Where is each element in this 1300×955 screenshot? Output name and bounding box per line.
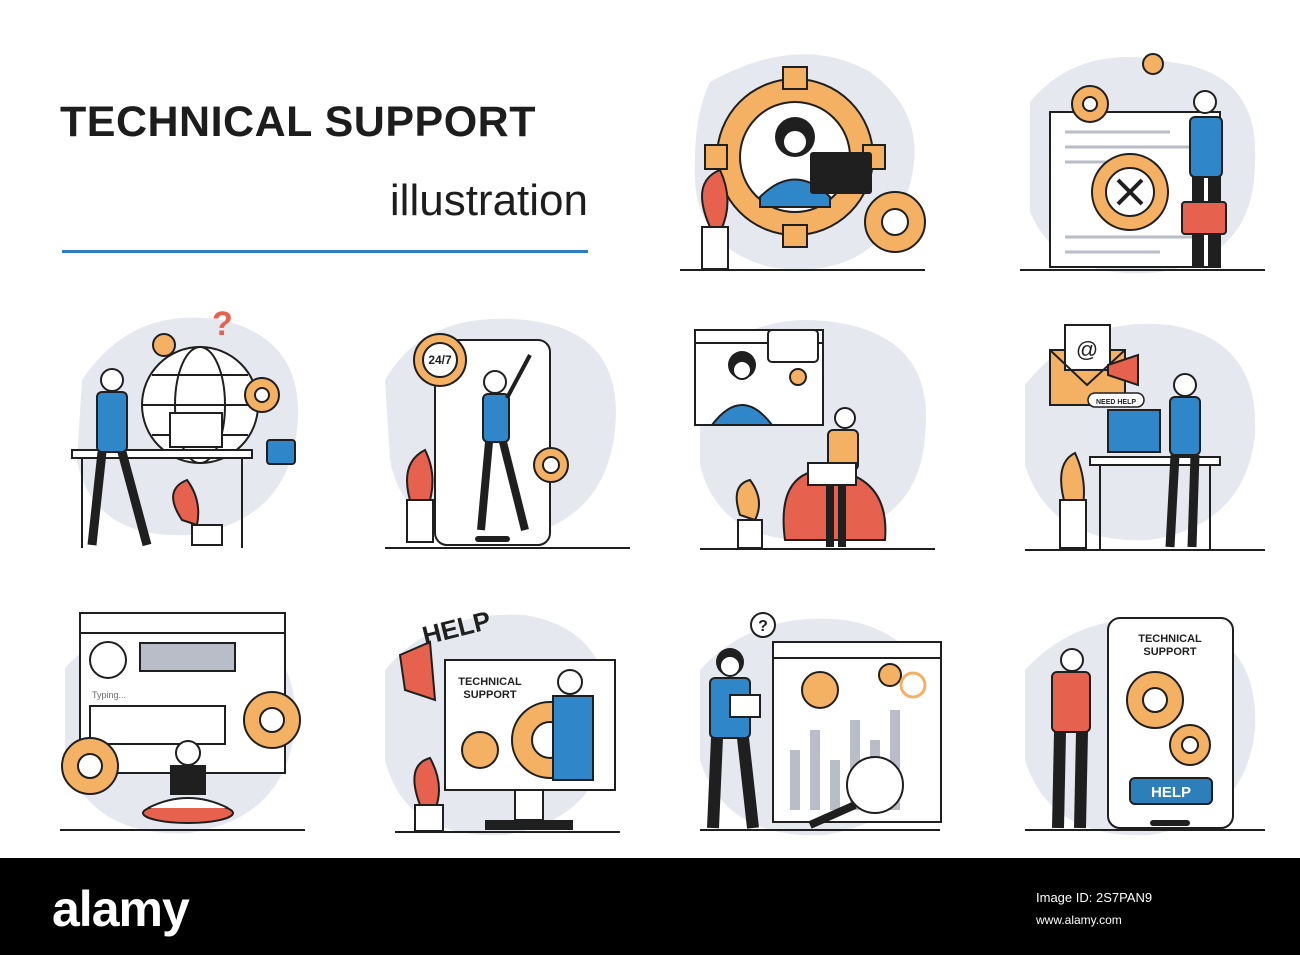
question-mark: ? [212, 305, 233, 343]
title-underline [62, 250, 588, 253]
scene-gear-operator [680, 42, 926, 287]
typing-indicator: Typing... [92, 690, 126, 700]
phone-help-button: HELP [1151, 784, 1191, 801]
scene-global-support: ? [62, 300, 307, 548]
question-bubble: ? [758, 618, 768, 635]
page-subtitle: illustration [389, 176, 588, 225]
page-title: TECHNICAL SUPPORT [60, 98, 536, 146]
scene-phone-24-7: 24/7 [385, 300, 630, 549]
monitor-screen-line1: TECHNICAL [458, 676, 522, 688]
at-symbol: @ [1076, 337, 1098, 362]
scene-analytics: ? [695, 600, 942, 845]
scene-phone-help: TECHNICAL SUPPORT HELP [1020, 600, 1265, 845]
stock-footer-bar [0, 858, 1300, 955]
need-help-label: NEED HELP [1096, 399, 1136, 406]
scene-monitor-help: HELP TECHNICAL SUPPORT [375, 600, 620, 845]
scene-email-help: @ NEED HELP [1020, 305, 1265, 551]
stock-url: www.alamy.com [1036, 913, 1122, 927]
scene-chat-window: Typing... [60, 598, 305, 843]
badge-24-7: 24/7 [428, 353, 452, 367]
stock-logo: alamy [52, 881, 190, 937]
phone-screen-line1: TECHNICAL [1138, 633, 1202, 645]
phone-screen-line2: SUPPORT [1143, 646, 1196, 658]
scene-video-call [690, 305, 935, 550]
image-id: Image ID: 2S7PAN9 [1036, 890, 1153, 905]
monitor-screen-line2: SUPPORT [463, 689, 516, 701]
scene-laptop-repair [1020, 42, 1265, 287]
